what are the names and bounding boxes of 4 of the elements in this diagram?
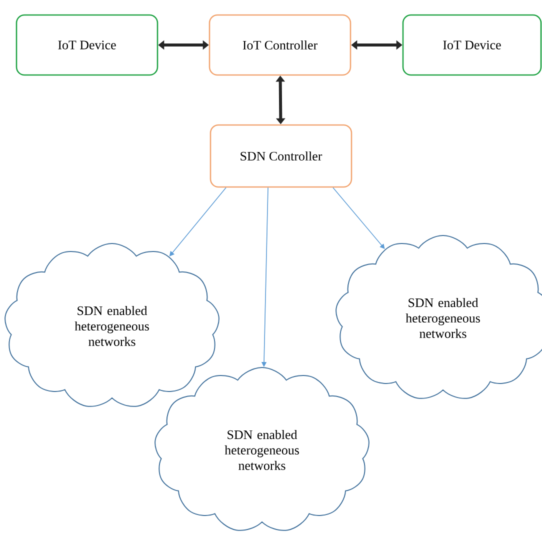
process-box: SDN Controller [210,124,352,188]
process-box: IoT Device [16,14,158,76]
process-box: IoT Controller [208,14,352,76]
process-box: IoT Device [402,14,542,76]
